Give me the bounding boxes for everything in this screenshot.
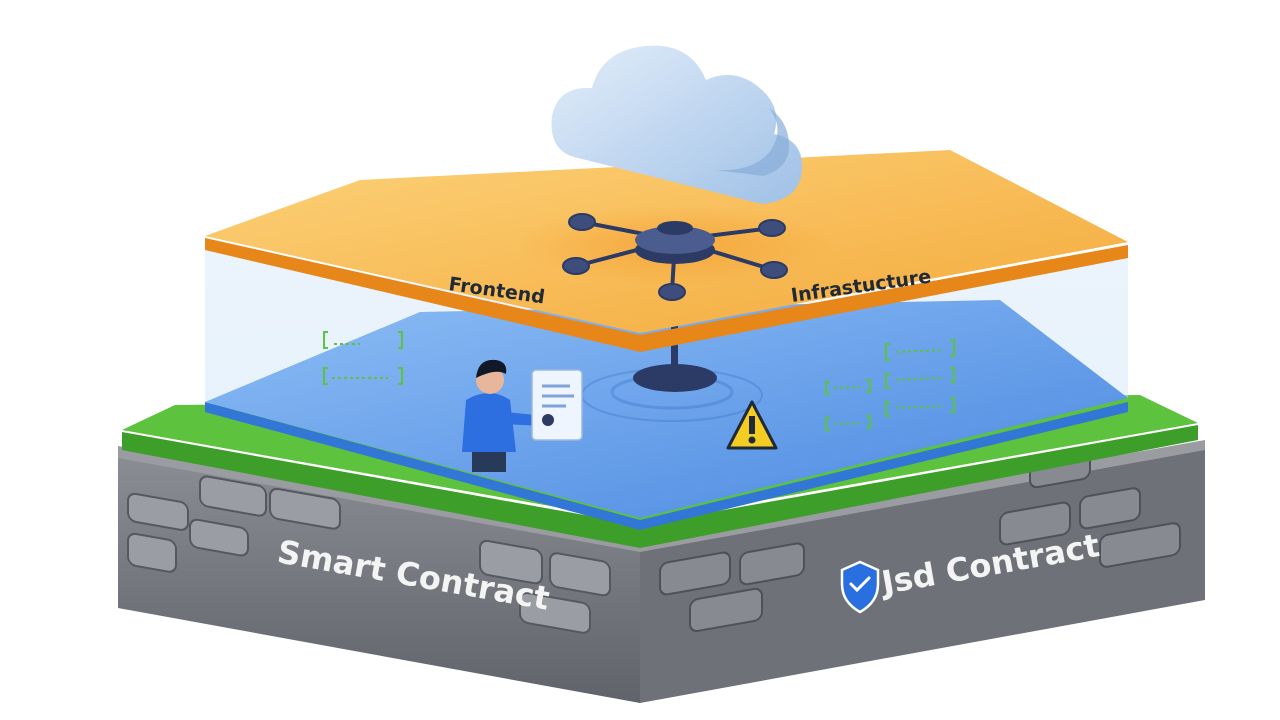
code-snippet-icon [323,331,955,431]
stone-base-top-edge [118,440,1205,552]
shield-check-icon [840,560,880,614]
cloud-icon [551,45,803,204]
warning-triangle-icon [726,400,778,450]
document-panel-icon [531,369,583,441]
stone-base [118,440,1205,703]
stone-blocks [127,475,611,634]
network-hub-icon [562,213,788,301]
stone-base-left-face [118,455,640,703]
